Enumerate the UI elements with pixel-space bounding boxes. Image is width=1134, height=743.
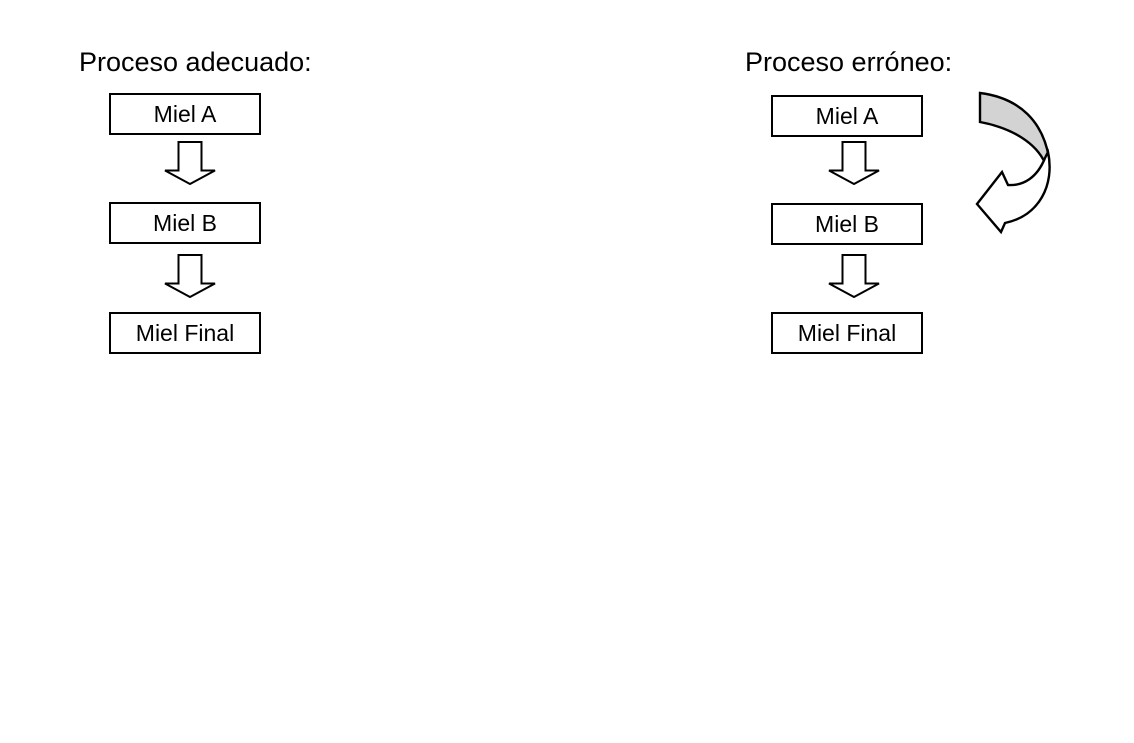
down-arrow-icon (164, 141, 216, 185)
step-label: Miel A (153, 100, 217, 127)
right-step-miel-a: Miel A (771, 95, 923, 137)
step-label: Miel A (815, 102, 879, 129)
right-step-miel-final: Miel Final (771, 312, 923, 354)
down-arrow-icon (828, 141, 880, 185)
down-arrow-icon (164, 254, 216, 298)
step-label: Miel B (153, 209, 217, 236)
curved-loopback-arrow-icon (975, 91, 1051, 235)
down-arrow-icon (828, 254, 880, 298)
left-flow-title: Proceso adecuado: (79, 47, 312, 77)
right-flow-title: Proceso erróneo: (745, 47, 953, 77)
left-step-miel-a: Miel A (109, 93, 261, 135)
step-label: Miel Final (135, 319, 235, 346)
step-label: Miel B (815, 210, 879, 237)
right-step-miel-b: Miel B (771, 203, 923, 245)
step-label: Miel Final (797, 319, 897, 346)
left-step-miel-final: Miel Final (109, 312, 261, 354)
left-step-miel-b: Miel B (109, 202, 261, 244)
